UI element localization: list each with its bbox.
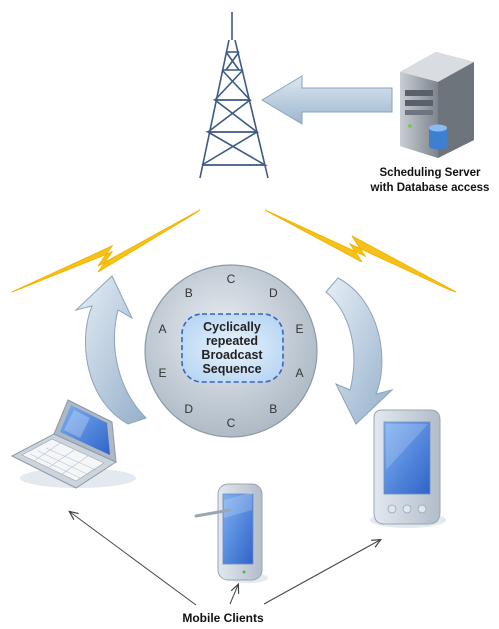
ring-letter: B (269, 402, 277, 416)
upload-curved-arrow (74, 275, 147, 425)
download-curved-arrow (325, 277, 394, 425)
pointer-to-pda (229, 585, 238, 605)
mobile-clients-label: Mobile Clients (182, 611, 264, 625)
ring-letter: D (184, 402, 193, 416)
radio-tower-icon (199, 12, 269, 179)
server-label-line2: with Database access (370, 182, 490, 194)
ring-letter: D (269, 286, 278, 300)
ring-letter: A (295, 366, 303, 380)
ring-letter: B (185, 286, 193, 300)
ring-letter: C (227, 416, 236, 430)
core-line-3: Broadcast (201, 348, 263, 362)
database-icon (429, 124, 447, 150)
ring-letter: A (158, 322, 166, 336)
core-line-2: repeated (206, 334, 258, 348)
broadcast-cycle: C D E A B C D E A B Cyclically repeated Broadcast… (144, 264, 318, 438)
core-line-4: Sequence (202, 362, 261, 376)
pointer-to-tablet (263, 540, 380, 605)
server-to-tower-arrow (261, 75, 393, 125)
ring-letter: E (295, 322, 303, 336)
core-line-1: Cyclically (203, 320, 261, 334)
ring-letter: C (227, 272, 236, 286)
pointer-to-laptop (70, 512, 197, 606)
server-label-line1: Scheduling Server (380, 167, 482, 179)
laptop-icon (10, 399, 136, 489)
ring-letter: E (158, 366, 166, 380)
tablet-icon (370, 409, 446, 528)
pda-icon (194, 483, 268, 583)
lightning-icon-left (11, 209, 201, 293)
lightning-icon-right (264, 209, 457, 293)
